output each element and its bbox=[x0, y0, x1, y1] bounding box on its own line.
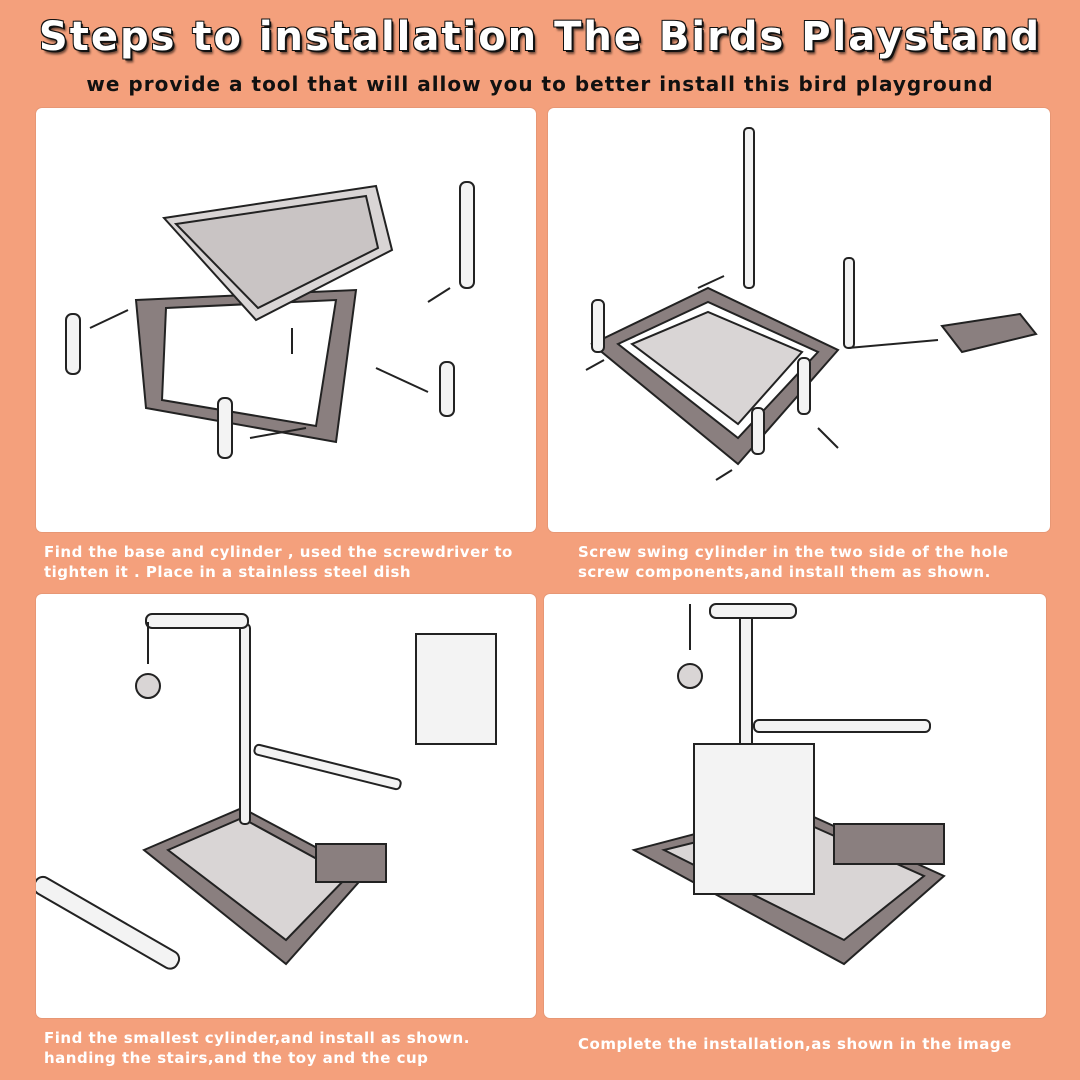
step-4-caption: Complete the installation,as shown in th… bbox=[578, 1034, 1012, 1054]
step-1-caption: Find the base and cylinder , used the sc… bbox=[44, 542, 513, 582]
step-1-diagram bbox=[65, 181, 475, 459]
page-subtitle: we provide a tool that will allow you to… bbox=[86, 72, 994, 96]
step-3-caption-line2: handing the stairs,and the toy and the c… bbox=[44, 1049, 429, 1067]
step-2-illustration bbox=[548, 108, 1050, 532]
step-2-caption-line1: Screw swing cylinder in the two side of … bbox=[578, 543, 1009, 561]
step-3-caption: Find the smallest cylinder,and install a… bbox=[44, 1028, 470, 1068]
step-3-caption-line1: Find the smallest cylinder,and install a… bbox=[44, 1029, 470, 1047]
step-1-caption-line2: tighten it . Place in a stainless steel … bbox=[44, 563, 412, 581]
step-4-diagram bbox=[631, 603, 946, 966]
step-2-caption-line2: screw components,and install them as sho… bbox=[578, 563, 991, 581]
page-title: Steps to installation The Birds Playstan… bbox=[38, 14, 1042, 60]
step-2-diagram bbox=[585, 127, 1038, 481]
step-1-illustration bbox=[36, 108, 536, 532]
step-4-illustration bbox=[544, 594, 1046, 1018]
step-2-caption: Screw swing cylinder in the two side of … bbox=[578, 542, 1009, 582]
step-4-caption-line1: Complete the installation,as shown in th… bbox=[578, 1035, 1012, 1053]
step-1-caption-line1: Find the base and cylinder , used the sc… bbox=[44, 543, 513, 561]
step-3-illustration bbox=[36, 594, 536, 1018]
step-3-diagram bbox=[36, 613, 497, 970]
